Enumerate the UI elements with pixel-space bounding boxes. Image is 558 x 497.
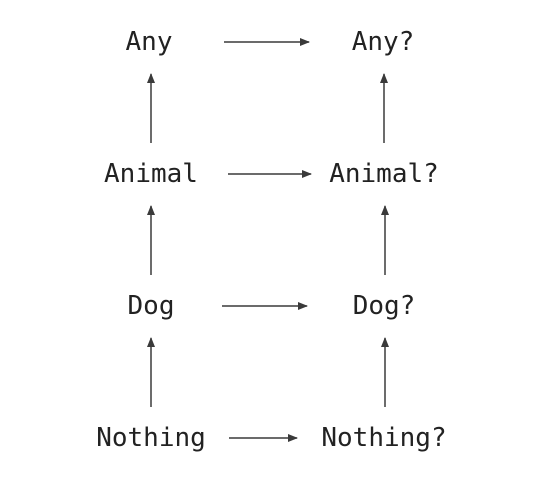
node-dog: Dog — [128, 291, 175, 321]
node-any: Any — [126, 27, 173, 57]
node-dog-nullable: Dog? — [353, 291, 416, 321]
node-nothing: Nothing — [96, 423, 206, 453]
node-animal-nullable: Animal? — [329, 159, 439, 189]
node-animal: Animal — [104, 159, 198, 189]
node-any-nullable: Any? — [352, 27, 415, 57]
node-nothing-nullable: Nothing? — [321, 423, 446, 453]
